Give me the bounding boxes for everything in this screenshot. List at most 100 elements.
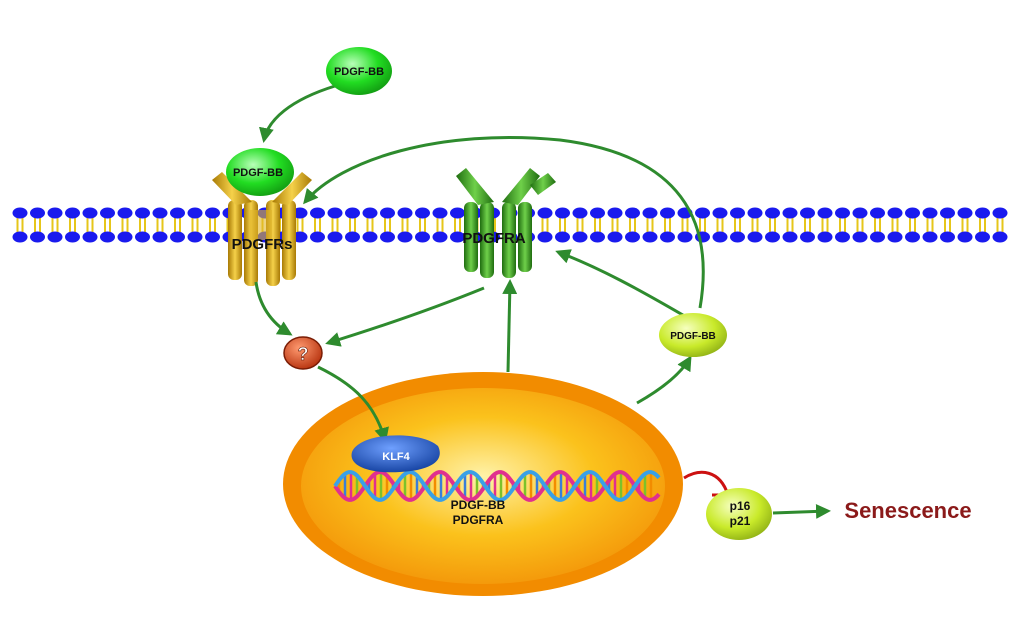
- lipid-head: [555, 207, 570, 219]
- lipid-head: [327, 231, 343, 243]
- lipid-head: [817, 207, 833, 219]
- lipid-head: [625, 207, 640, 219]
- lipid-head: [170, 231, 185, 243]
- arrow-pdgfrs-to-unknown: [254, 281, 293, 336]
- arrow-ligand-to-receptor: [259, 84, 336, 143]
- lipid-head: [135, 231, 150, 243]
- lipid-head: [292, 231, 308, 243]
- lipid-head: [887, 207, 903, 219]
- lipid-head: [730, 231, 745, 243]
- lipid-head: [12, 231, 28, 243]
- lipid-head: [555, 231, 570, 243]
- lipid-head: [992, 231, 1008, 243]
- dna-strand-2: [333, 470, 661, 502]
- lipid-head: [957, 231, 973, 243]
- lipid-head: [730, 207, 745, 219]
- lipid-head: [660, 231, 675, 243]
- lipid-head: [940, 207, 955, 219]
- lipid-head: [82, 207, 98, 219]
- lipid-head: [187, 207, 203, 219]
- lipid-head: [800, 231, 815, 243]
- lipid-head: [100, 207, 115, 219]
- inhibitor-1-label: p16: [730, 499, 751, 513]
- lipid-head: [170, 207, 185, 219]
- gene-label-1: PDGF-BB: [451, 498, 506, 512]
- lipid-head: [677, 231, 693, 243]
- lipid-head: [65, 231, 80, 243]
- lipid-head: [65, 207, 80, 219]
- lipid-head: [152, 207, 168, 219]
- lipid-head: [397, 207, 413, 219]
- lipid-head: [310, 207, 325, 219]
- receptor-left-label: PDGFRs: [232, 236, 293, 253]
- lipid-head: [975, 231, 990, 243]
- lipid-head: [450, 207, 465, 219]
- lipid-head: [590, 231, 605, 243]
- ligand-top-label: PDGF-BB: [334, 66, 384, 78]
- lipid-head: [905, 231, 920, 243]
- lipid-head: [835, 231, 850, 243]
- ligand-secreted-label: PDGF-BB: [670, 331, 716, 342]
- arrow-nucleus-to-secreted: [636, 355, 692, 405]
- lipid-head: [537, 207, 553, 219]
- lipid-head: [380, 231, 395, 243]
- lipid-head: [852, 231, 868, 243]
- lipid-head: [327, 207, 343, 219]
- lipid-head: [870, 207, 885, 219]
- lipid-head: [117, 207, 133, 219]
- lipid-head: [765, 207, 780, 219]
- lipid-head: [782, 207, 798, 219]
- senescence-label: Senescence: [844, 498, 971, 523]
- lipid-head: [590, 207, 605, 219]
- lipid-head: [835, 207, 850, 219]
- arrow-pdgfra-to-unknown: [325, 286, 485, 347]
- lipid-head: [380, 207, 395, 219]
- lipid-head: [922, 207, 938, 219]
- lipid-head: [47, 231, 63, 243]
- lipid-head: [817, 231, 833, 243]
- unknown-mediator: ?: [283, 336, 323, 370]
- arrow-secreted-to-pdgfra: [555, 249, 689, 320]
- lipid-head: [712, 231, 728, 243]
- lipid-head: [30, 207, 45, 219]
- lipid-head: [100, 231, 115, 243]
- lipid-head: [537, 231, 553, 243]
- lipid-head: [345, 231, 360, 243]
- inhibitor-2-label: p21: [730, 514, 751, 528]
- pdgfra-receptor-green: [456, 168, 556, 278]
- lipid-head: [712, 207, 728, 219]
- lipid-head: [765, 231, 780, 243]
- arrow-unknown-to-klf4: [317, 365, 389, 443]
- arrow-p16p21-to-senescence: [772, 503, 831, 519]
- lipid-head: [940, 231, 955, 243]
- arrow-nucleus-to-pdgfra: [502, 279, 518, 373]
- lipid-head: [47, 207, 63, 219]
- lipid-head: [642, 207, 658, 219]
- lipid-head: [415, 207, 430, 219]
- arrow-loop-to-pdgfrs: [303, 136, 705, 309]
- lipid-head: [922, 231, 938, 243]
- lipid-head: [607, 231, 623, 243]
- lipid-head: [870, 231, 885, 243]
- ligand-bound-label: PDGF-BB: [233, 167, 283, 179]
- lipid-head: [975, 207, 990, 219]
- lipid-head: [362, 207, 378, 219]
- gene-label-2: PDGFRA: [453, 513, 504, 527]
- lipid-head: [747, 207, 763, 219]
- lipid-head: [152, 231, 168, 243]
- lipid-head: [82, 231, 98, 243]
- lipid-head: [450, 231, 465, 243]
- lipid-head: [747, 231, 763, 243]
- lipid-head: [432, 231, 448, 243]
- lipid-head: [292, 207, 308, 219]
- lipid-head: [415, 231, 430, 243]
- lipid-head: [135, 207, 150, 219]
- lipid-head: [782, 231, 798, 243]
- lipid-head: [887, 231, 903, 243]
- lipid-head: [852, 207, 868, 219]
- lipid-head: [310, 231, 325, 243]
- lipid-head: [117, 231, 133, 243]
- lipid-head: [572, 207, 588, 219]
- lipid-head: [12, 207, 28, 219]
